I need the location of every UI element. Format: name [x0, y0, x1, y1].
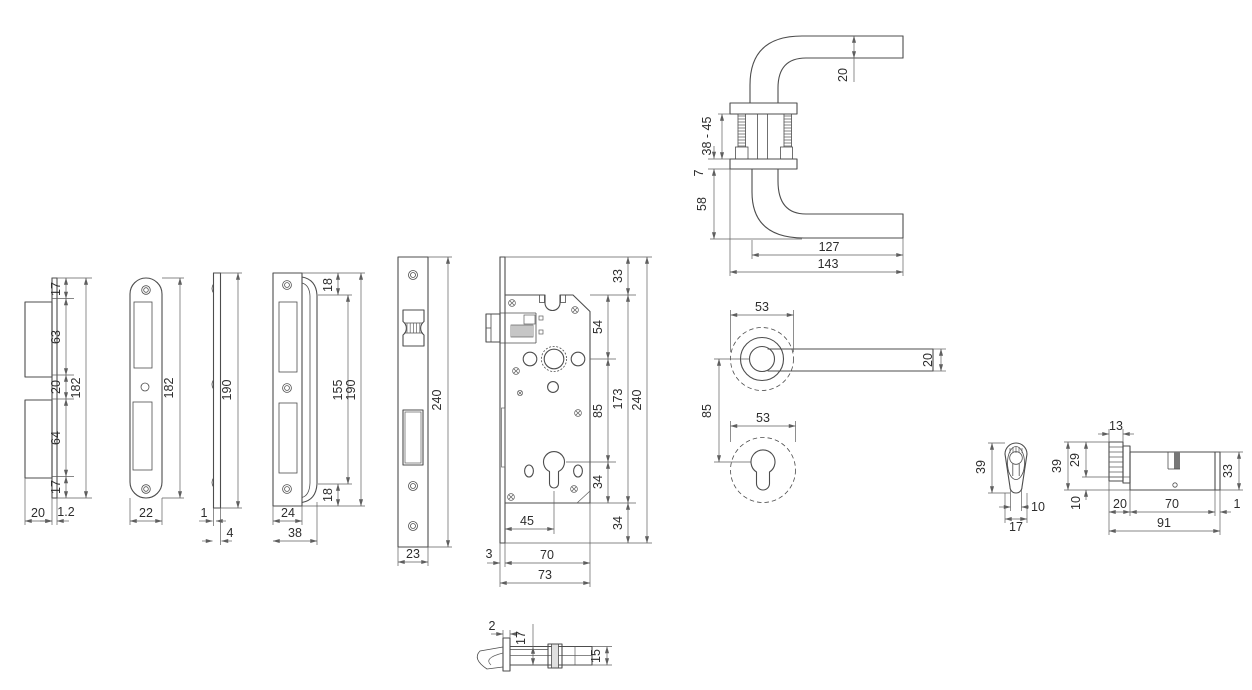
dim-cylinder-cam-offset: 1: [1234, 497, 1241, 511]
dim-lockbody-bottom-offset: 34: [611, 516, 625, 530]
dim-escutcheon-diameter: 53: [756, 411, 770, 425]
dim-strikeplate-edge-depth: 4: [227, 526, 234, 540]
dim-strikeplate-width: 22: [139, 506, 153, 520]
dim-cylinder-body-height: 33: [1221, 464, 1235, 478]
dim-section-case-height: 15: [589, 649, 603, 663]
dim-strikeplate-height: 182: [162, 378, 176, 399]
dim-strikebox-depth: 20: [31, 506, 45, 520]
faceplate-front-view: 240 23: [397, 256, 452, 566]
mortise-lock-body-side-view: 54 85 34 33 173 34 240 45 3 70 73: [485, 256, 652, 587]
dim-lockbody-follower-offset: 54: [591, 320, 605, 334]
dim-strikebox-total-height: 182: [69, 378, 83, 399]
lever-handle-set-side-view: 20 38 - 45 7 58 127 143: [692, 35, 904, 276]
dim-cylinder-upper-height: 29: [1068, 453, 1082, 467]
dim-handle-projection: 58: [695, 197, 709, 211]
dim-thumbturn-grip-width: 10: [1031, 500, 1045, 514]
dim-handle-lever-thickness: 20: [836, 68, 850, 82]
dim-strikebox-seg-upper: 63: [49, 330, 63, 344]
strike-box-side-view: 17 63 20 64 17 182 20 1.2: [24, 277, 92, 525]
dim-thumbturn-height: 39: [974, 460, 988, 474]
dim-extplate-total-width: 38: [288, 526, 302, 540]
dim-lockbody-faceplate-height: 240: [630, 390, 644, 411]
dim-rose-diameter: 53: [755, 300, 769, 314]
screw-icons: [507, 299, 582, 501]
dim-cylinder-grip-top-width: 13: [1109, 419, 1123, 433]
rose-escutcheon-front-view: 53 20 85 53: [700, 300, 946, 503]
dim-lockbody-cylinder-offset: 34: [591, 475, 605, 489]
dim-strikebox-plate-thickness: 1.2: [57, 505, 74, 519]
dim-section-plate-thickness: 2: [489, 619, 496, 633]
thumbturn-end-view: 39 10 17: [974, 442, 1045, 534]
dim-handle-rose-thickness: 7: [692, 169, 706, 176]
dim-thumbturn-width: 17: [1009, 520, 1023, 534]
dim-lockbody-backset: 45: [520, 514, 534, 528]
dim-section-latch-depth: 17: [514, 631, 528, 645]
dim-handle-door-thickness-range: 38 - 45: [700, 116, 714, 155]
dim-rose-centre-distance: 85: [700, 404, 714, 418]
dim-extplate-face-width: 24: [281, 506, 295, 520]
dim-lockbody-case-height: 173: [611, 389, 625, 410]
dim-lockbody-centre-distance: 85: [591, 404, 605, 418]
dim-strikebox-seg-bottom: 17: [49, 480, 63, 494]
dim-faceplate-width: 23: [406, 547, 420, 561]
dim-cylinder-total-length: 91: [1157, 516, 1171, 530]
dim-strikebox-seg-lower: 64: [49, 431, 63, 445]
dim-lockbody-total-depth: 73: [538, 568, 552, 582]
dim-cylinder-body-length: 70: [1165, 497, 1179, 511]
dim-extplate-height: 190: [344, 380, 358, 401]
strike-plate-front-view: 182 22: [129, 277, 184, 525]
latch-section-view: 2 17 15: [476, 619, 612, 672]
dim-extplate-bottom-offset: 18: [321, 488, 335, 502]
dim-handle-total-length: 143: [818, 257, 839, 271]
profile-cylinder-side-view: 13 39 29 10 20 70 1 91 33: [1050, 419, 1243, 535]
dim-strikeplate-edge-height: 190: [220, 380, 234, 401]
dim-handle-lever-length: 127: [819, 240, 840, 254]
dim-strikebox-seg-mid: 20: [49, 380, 63, 394]
dim-faceplate-height: 240: [430, 390, 444, 411]
dim-lockbody-faceplate-thickness: 3: [486, 547, 493, 561]
dim-strikebox-seg-top: 17: [49, 282, 63, 296]
strike-plate-edge-view: 190 1 4: [199, 272, 242, 545]
dim-cylinder-knob-height: 39: [1050, 459, 1064, 473]
dim-cylinder-lower-height: 10: [1069, 496, 1083, 510]
dim-lockbody-top-offset: 33: [611, 269, 625, 283]
dim-lever-width: 20: [921, 353, 935, 367]
dim-strikeplate-sheet-thickness: 1: [201, 506, 208, 520]
extended-strike-plate-front-view: 18 155 190 18 24 38: [272, 272, 365, 545]
dim-extplate-slot-span: 155: [331, 380, 345, 401]
dim-lockbody-case-depth: 70: [540, 548, 554, 562]
dim-extplate-top-offset: 18: [321, 278, 335, 292]
dim-cylinder-knob-length: 20: [1113, 497, 1127, 511]
